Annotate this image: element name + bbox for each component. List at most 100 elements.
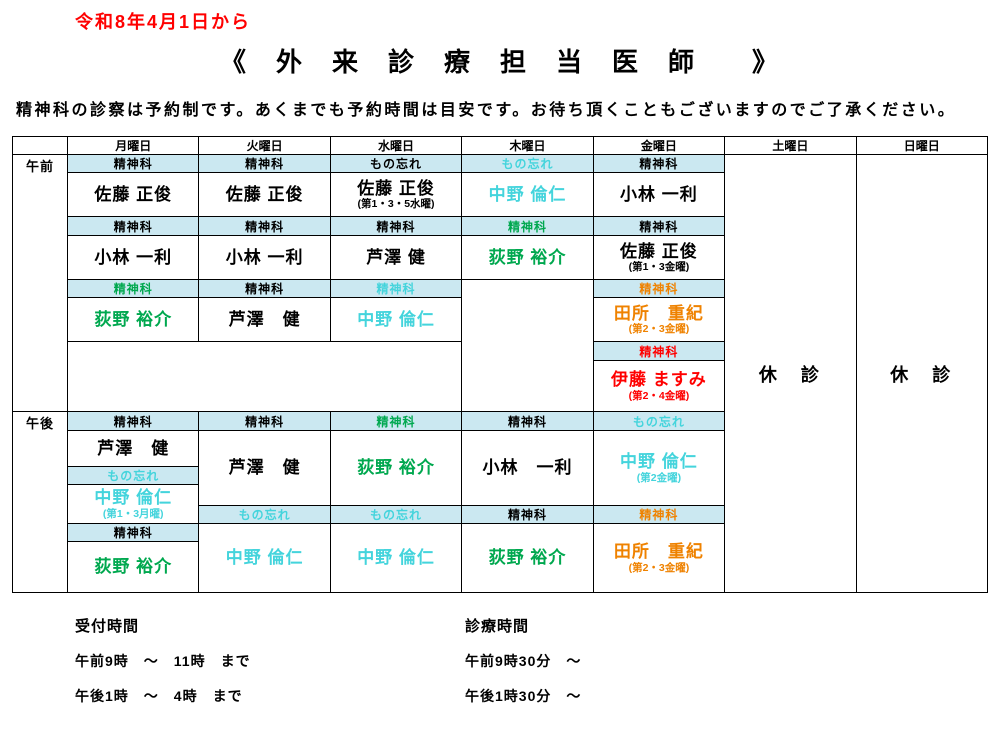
page-title: 《 外 来 診 療 担 当 医 師 》: [219, 47, 780, 77]
doctor-note: (第1・3金曜): [628, 261, 690, 274]
dept-label: 精神科: [113, 526, 153, 540]
doctor-morning-wed-1: 芦澤 健: [330, 236, 463, 280]
dept-label: 精神科: [639, 508, 679, 522]
dept-afternoon-wed-0: 精神科: [330, 412, 463, 431]
consultation-hours-afternoon: 午後1時30分 ～: [465, 688, 582, 704]
doctor-name: 小林 一利: [620, 184, 698, 204]
dept-afternoon-tue-1: もの忘れ: [199, 506, 331, 524]
dept-morning-mon-1: 精神科: [68, 217, 200, 236]
doctor-schedule-table: 月曜日 火曜日 水曜日 木曜日 金曜日 土曜日 日曜日 午前 午後 精神科 佐藤…: [12, 136, 988, 593]
doctor-morning-mon-2: 荻野 裕介: [68, 298, 200, 342]
doctor-name: 荻野 裕介: [94, 557, 173, 577]
doctor-afternoon-tue-0: 芦澤 健: [199, 431, 331, 506]
doctor-morning-thu-1: 荻野 裕介: [462, 236, 594, 280]
doctor-name: 芦澤 健: [97, 438, 170, 458]
empty-cell-morning-thu: [462, 280, 594, 412]
day-header-thu: 木曜日: [462, 137, 594, 155]
doctor-name: 佐藤 正俊: [225, 184, 304, 204]
dept-morning-wed-1: 精神科: [330, 217, 463, 236]
doctor-note: (第1・3・5水曜): [357, 198, 435, 211]
doctor-morning-thu-0: 中野 倫仁: [462, 173, 594, 217]
doctor-name: 小林 一利: [482, 458, 573, 478]
doctor-name: 荻野 裕介: [94, 309, 173, 329]
doctor-name: 田所 重紀: [613, 303, 704, 323]
day-header-fri: 金曜日: [593, 137, 726, 155]
dept-morning-tue-2: 精神科: [199, 280, 331, 298]
consultation-hours-title: 診療時間: [465, 618, 530, 635]
dept-label: 精神科: [639, 344, 679, 359]
doctor-morning-tue-1: 小林 一利: [199, 236, 331, 280]
doctor-afternoon-wed-1: 中野 倫仁: [330, 524, 463, 593]
reservation-note: 精神科の診察は予約制です。あくまでも予約時間は目安です。お待ち頂くこともございま…: [16, 102, 957, 119]
corner-cell: [13, 137, 68, 155]
doctor-note: (第2・4金曜): [628, 389, 690, 402]
section-label-morning: 午前: [13, 155, 68, 412]
doctor-name: 荻野 裕介: [488, 247, 567, 267]
dept-morning-wed-2: 精神科: [330, 280, 463, 298]
dept-label: もの忘れ: [370, 508, 423, 522]
dept-afternoon-thu-0: 精神科: [462, 412, 594, 431]
dept-label: 精神科: [639, 282, 679, 296]
dept-label: 精神科: [245, 282, 285, 296]
closed-cell-sat: 休 診: [725, 155, 857, 593]
doctor-name: 中野 倫仁: [620, 452, 698, 472]
dept-label: 精神科: [245, 157, 285, 171]
reception-hours-title: 受付時間: [75, 618, 140, 635]
dept-label: 精神科: [245, 219, 285, 234]
dept-afternoon-mon-0: 精神科: [68, 412, 200, 431]
dept-afternoon-mon-1: もの忘れ: [68, 467, 200, 485]
dept-morning-fri-3: 精神科: [593, 342, 726, 361]
dept-morning-mon-2: 精神科: [68, 280, 200, 298]
doctor-morning-fri-1: 佐藤 正俊(第1・3金曜): [593, 236, 726, 280]
dept-label: 精神科: [376, 414, 416, 429]
doctor-name: 佐藤 正俊: [620, 241, 698, 261]
doctor-note: (第2・3金曜): [628, 561, 690, 574]
doctor-note: (第2・3金曜): [628, 323, 690, 336]
doctor-name: 芦澤 健: [366, 247, 426, 267]
doctor-morning-wed-2: 中野 倫仁: [330, 298, 463, 342]
doctor-name: 中野 倫仁: [225, 548, 304, 568]
dept-label: 精神科: [113, 282, 153, 296]
reception-hours-afternoon: 午後1時 ～ 4時 まで: [75, 688, 243, 704]
reception-hours-morning: 午前9時 ～ 11時 まで: [75, 653, 251, 669]
dept-label: 精神科: [376, 219, 416, 234]
consultation-hours-morning: 午前9時30分 ～: [465, 653, 582, 669]
dept-morning-mon-0: 精神科: [68, 155, 200, 173]
doctor-afternoon-thu-0: 小林 一利: [462, 431, 594, 506]
dept-label: 精神科: [507, 508, 547, 522]
doctor-afternoon-tue-1: 中野 倫仁: [199, 524, 331, 593]
empty-cell-morning-mon-wed: [68, 342, 463, 412]
doctor-name: 荻野 裕介: [357, 458, 435, 478]
dept-morning-fri-0: 精神科: [593, 155, 726, 173]
doctor-name: 佐藤 正俊: [357, 178, 435, 198]
doctor-name: 田所 重紀: [613, 542, 704, 562]
dept-label: もの忘れ: [501, 157, 554, 171]
dept-morning-thu-1: 精神科: [462, 217, 594, 236]
dept-afternoon-fri-1: 精神科: [593, 506, 726, 524]
doctor-morning-mon-0: 佐藤 正俊: [68, 173, 200, 217]
doctor-morning-wed-0: 佐藤 正俊(第1・3・5水曜): [330, 173, 463, 217]
dept-label: 精神科: [113, 157, 153, 171]
dept-label: もの忘れ: [238, 508, 291, 522]
day-header-wed: 水曜日: [330, 137, 463, 155]
doctor-name: 小林 一利: [94, 247, 173, 267]
doctor-name: 中野 倫仁: [357, 309, 435, 329]
doctor-name: 芦澤 健: [228, 458, 301, 478]
doctor-name: 中野 倫仁: [94, 488, 173, 508]
doctor-afternoon-wed-0: 荻野 裕介: [330, 431, 463, 506]
day-header-tue: 火曜日: [199, 137, 331, 155]
consultation-hours: 診療時間 午前9時30分 ～ 午後1時30分 ～: [465, 615, 581, 706]
dept-label: 精神科: [113, 219, 153, 234]
doctor-name: 中野 倫仁: [488, 184, 567, 204]
dept-label: 精神科: [245, 414, 285, 429]
dept-afternoon-mon-2: 精神科: [68, 524, 200, 542]
doctor-afternoon-fri-0: 中野 倫仁(第2金曜): [593, 431, 726, 506]
dept-label: 精神科: [639, 157, 679, 171]
dept-label: もの忘れ: [370, 157, 423, 171]
dept-morning-fri-2: 精神科: [593, 280, 726, 298]
section-label-afternoon: 午後: [13, 412, 68, 593]
doctor-name: 小林 一利: [225, 247, 304, 267]
doctor-name: 荻野 裕介: [488, 548, 567, 568]
effective-date: 令和8年4月1日から: [75, 12, 252, 32]
